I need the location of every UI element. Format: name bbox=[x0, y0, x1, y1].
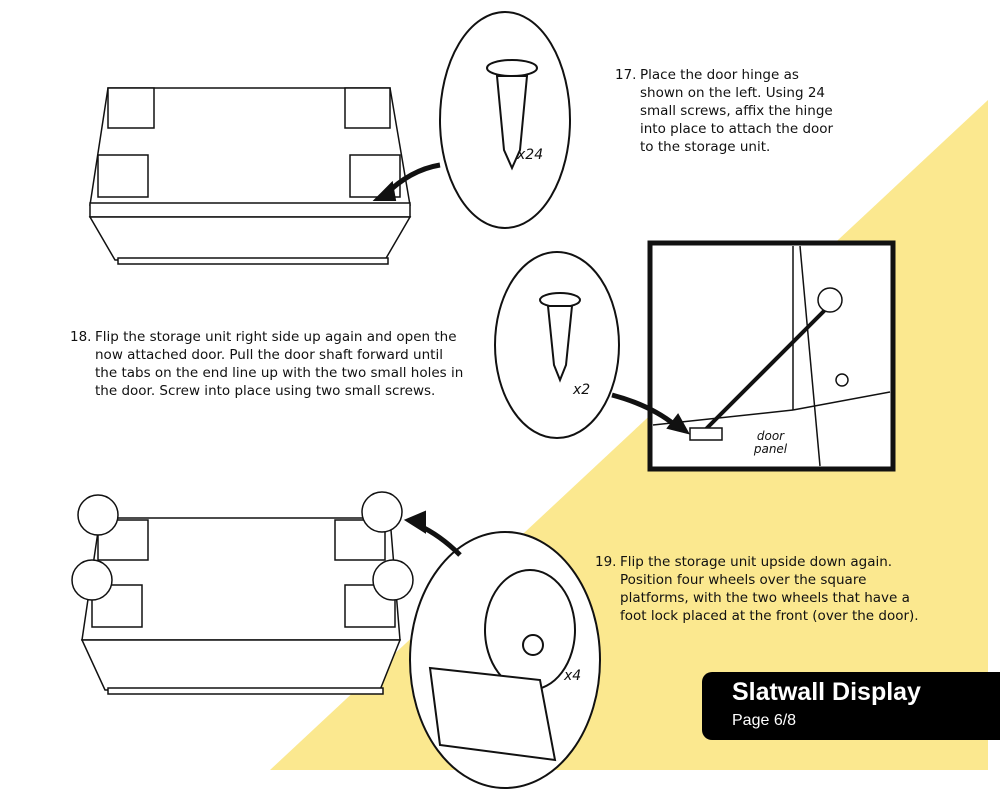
footer-badge: Slatwall Display Page 6/8 bbox=[702, 672, 1000, 740]
door-hinge-detail bbox=[647, 240, 896, 472]
wheel bbox=[334, 491, 403, 561]
storage-unit-hinge-illustration bbox=[88, 87, 412, 265]
step-19: 19. Flip the storage unit upside down ag… bbox=[595, 553, 925, 625]
wheel bbox=[77, 494, 149, 561]
step-18: 18. Flip the storage unit right side up … bbox=[70, 328, 465, 400]
step-number: 17. bbox=[615, 67, 637, 83]
document-title: Slatwall Display bbox=[732, 678, 921, 706]
step-17: 17. Place the door hinge as shown on the… bbox=[615, 66, 845, 156]
step-number: 19. bbox=[595, 554, 617, 570]
wheel bbox=[344, 559, 414, 628]
wheel-x4-callout bbox=[403, 510, 601, 789]
screw-quantity-label: x24 bbox=[517, 147, 544, 163]
wheel bbox=[71, 559, 143, 628]
storage-unit-wheels-illustration bbox=[71, 491, 414, 695]
door-panel-label: door panel bbox=[753, 429, 788, 456]
wheel-quantity-label: x4 bbox=[564, 668, 582, 684]
page-number: Page 6/8 bbox=[732, 712, 797, 729]
step-number: 18. bbox=[70, 329, 92, 345]
screw-quantity-label: x2 bbox=[573, 382, 591, 398]
screw-x24-callout bbox=[372, 11, 571, 229]
step-text: Flip the storage unit right side up agai… bbox=[95, 329, 464, 399]
step-text: Flip the storage unit upside down again.… bbox=[620, 554, 919, 624]
screw-x2-callout bbox=[494, 251, 690, 439]
step-text: Place the door hinge as shown on the lef… bbox=[640, 67, 834, 155]
